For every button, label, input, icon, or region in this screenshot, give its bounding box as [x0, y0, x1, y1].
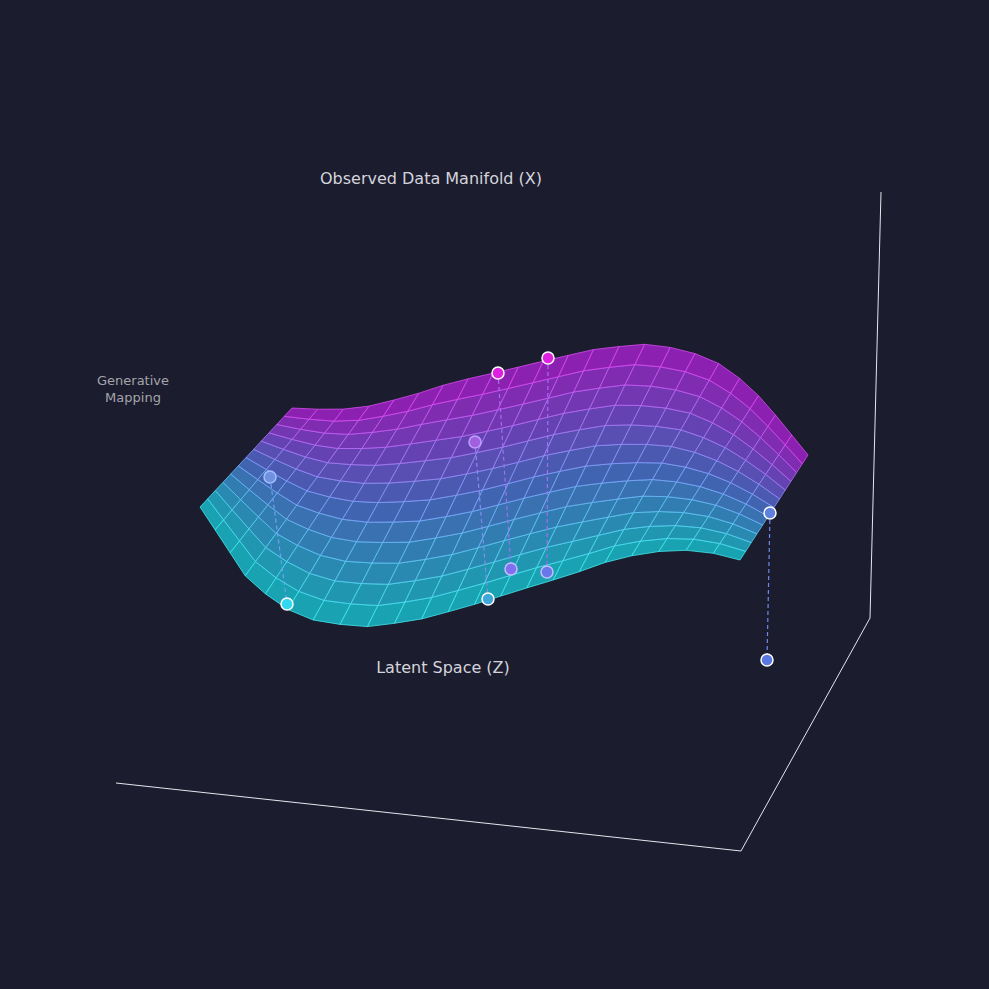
- latent-point: [541, 566, 553, 578]
- latent-point: [761, 654, 773, 666]
- mapping-line: [270, 477, 287, 604]
- latent-point: [505, 563, 517, 575]
- axes: [116, 192, 881, 851]
- mapping-label: Generative Mapping: [88, 373, 178, 407]
- surface-mesh: [200, 344, 808, 626]
- axis-line: [116, 783, 741, 851]
- data-point: [264, 471, 276, 483]
- mapping-line: [475, 442, 488, 599]
- latent-label: Latent Space (Z): [376, 658, 510, 679]
- data-point: [492, 367, 504, 379]
- mapping-lines: [270, 358, 770, 660]
- mesh-cell: [785, 435, 808, 464]
- data-point: [764, 507, 776, 519]
- data-point: [469, 436, 481, 448]
- mapping-line: [498, 373, 511, 569]
- data-point: [542, 352, 554, 364]
- latent-point: [482, 593, 494, 605]
- manifold-label: Observed Data Manifold (X): [320, 169, 542, 190]
- axis-line: [741, 618, 870, 851]
- data-points: [264, 352, 776, 666]
- mapping-line: [547, 358, 548, 572]
- mapping-line: [767, 513, 770, 660]
- axis-line: [870, 192, 881, 618]
- latent-point: [281, 598, 293, 610]
